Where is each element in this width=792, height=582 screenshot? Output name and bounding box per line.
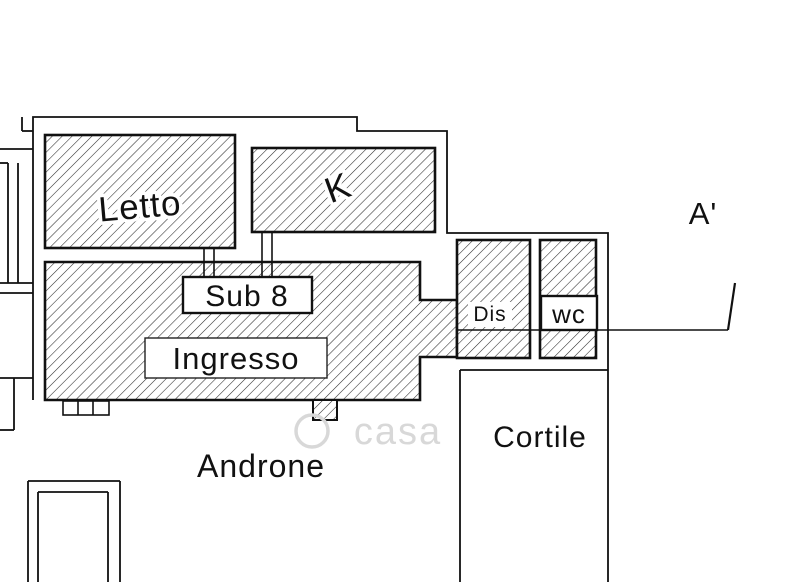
wc-label-box — [539, 294, 599, 332]
room-dis — [455, 238, 532, 360]
room-letto-label: Letto — [97, 183, 183, 229]
door-marks — [62, 232, 273, 416]
outer-walls — [0, 116, 609, 582]
dis-label-bg — [468, 302, 512, 327]
room-wc-label: wc — [551, 299, 586, 329]
room-sub8-label: Sub 8 — [205, 280, 288, 313]
room-labels: Letto K Sub 8 Ingresso Dis wc Cortile An… — [93, 160, 718, 484]
watermark: casa — [294, 411, 442, 453]
room-dis-label: Dis — [473, 303, 506, 326]
watermark-text: casa — [354, 411, 442, 453]
room-ingresso-label: Ingresso — [173, 341, 300, 376]
label-boxes — [144, 275, 599, 379]
cortile-label: Cortile — [493, 421, 587, 454]
watermark-circle-icon — [294, 413, 330, 449]
sub8-label-box — [181, 275, 314, 315]
ingresso-label-box — [144, 337, 328, 379]
androne-label: Androne — [197, 448, 325, 484]
room-kitchen — [250, 146, 437, 234]
section-marker-label: A' — [689, 196, 718, 231]
section-end-tick — [726, 282, 737, 331]
room-letto — [43, 133, 237, 250]
